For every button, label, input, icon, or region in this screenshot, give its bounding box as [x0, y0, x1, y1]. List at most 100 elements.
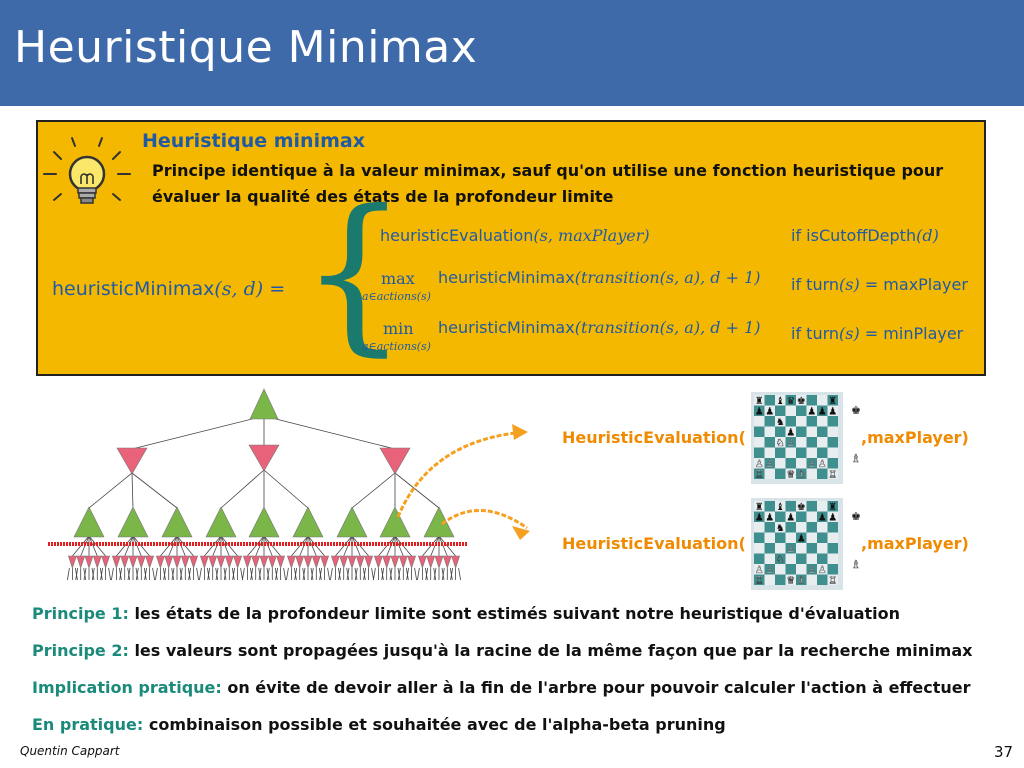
leaf-min-node [128, 555, 138, 569]
svg-text:♙: ♙ [786, 544, 795, 555]
svg-text:♘: ♘ [776, 555, 785, 566]
svg-text:♖: ♖ [755, 576, 764, 587]
leaf-min-node [164, 555, 174, 569]
svg-text:♜: ♜ [755, 396, 764, 407]
leaf-min-node [311, 555, 321, 569]
min-node [116, 447, 148, 475]
game-tree [48, 388, 468, 581]
cond-2-text: if turn [791, 275, 840, 294]
svg-text:♜: ♜ [828, 502, 837, 513]
svg-text:♚: ♚ [851, 404, 861, 417]
leaf-min-node [251, 555, 261, 569]
max-root-node [249, 388, 279, 420]
slide-title: Heuristique Minimax [14, 22, 478, 73]
case-3-args: (transition(s, a), d + 1) [574, 318, 761, 337]
svg-text:♘: ♘ [776, 438, 785, 449]
cond-1-arg: (d) [916, 226, 939, 245]
svg-text:♟: ♟ [797, 534, 806, 545]
min-node [379, 447, 411, 475]
leaf-min-node [208, 555, 218, 569]
max-node [205, 506, 237, 538]
svg-text:♖: ♖ [755, 470, 764, 481]
cond-2-arg: (s) [839, 275, 860, 294]
box-title: Heuristique minimax [142, 130, 365, 152]
svg-text:♛: ♛ [786, 396, 795, 407]
leaf-min-node [339, 555, 349, 569]
svg-text:♙: ♙ [755, 459, 764, 470]
svg-text:♟: ♟ [828, 407, 837, 418]
formula-lhs-name: heuristicMinimax [52, 278, 215, 300]
heuristic-evaluation-1-suffix: ,maxPlayer) [861, 428, 969, 447]
cond-2-rest: = maxPlayer [859, 275, 968, 294]
arrow-head-1 [512, 424, 528, 440]
leaf-min-node [320, 555, 330, 569]
practical-implication: Implication pratique: on évite de devoir… [32, 678, 971, 697]
leaf-min-node [373, 555, 383, 569]
formula-case-1: heuristicEvaluation(s, maxPlayer) [380, 226, 650, 245]
svg-text:♔: ♔ [797, 470, 806, 481]
heuristic-evaluation-1-prefix: HeuristicEvaluation( [562, 428, 746, 447]
principles-list: Principe 1: les états de la profondeur l… [32, 604, 1002, 752]
formula-lhs-args: (s, d) [214, 278, 264, 300]
leaf-min-node [303, 555, 313, 569]
cond-1-text: if isCutoffDepth [791, 226, 917, 245]
svg-text:♚: ♚ [851, 510, 861, 523]
formula-case-3-op: min [383, 319, 414, 338]
leaf-min-node [172, 555, 182, 569]
leaf-min-node [155, 555, 165, 569]
case-3-subscript: a∈actions(s) [362, 340, 431, 353]
page-number: 37 [994, 743, 1014, 761]
chess-board-icon: ♜♝♚♜♟♟♟♟♟♞♟♙♘♙♙♙♙♖♕♔♖♚♗ [751, 498, 861, 594]
leaf-min-node [145, 555, 155, 569]
svg-text:♜: ♜ [755, 502, 764, 513]
cond-3-text: if turn [791, 324, 840, 343]
leaf-min-node [76, 555, 86, 569]
formula-condition-2: if turn(s) = maxPlayer [791, 275, 968, 294]
leaf-min-node [259, 555, 269, 569]
leaf-min-node [67, 555, 77, 569]
svg-text:♙: ♙ [786, 438, 795, 449]
svg-text:♕: ♕ [786, 470, 795, 481]
case-2-operator: max [381, 269, 415, 288]
leaf-min-node [189, 555, 199, 569]
leaf-min-node [199, 555, 209, 569]
leaf-min-node [276, 555, 286, 569]
case-1-args: (s, maxPlayer) [533, 226, 650, 245]
svg-text:♙: ♙ [765, 565, 774, 576]
leaf-min-node [330, 555, 340, 569]
leaf-min-node [355, 555, 365, 569]
cond-3-rest: = minPlayer [859, 324, 964, 343]
case-2-args: (transition(s, a), d + 1) [574, 268, 761, 287]
leaf-min-node [111, 555, 121, 569]
leaf-min-node [286, 555, 296, 569]
principle-1: Principe 1: les états de la profondeur l… [32, 604, 901, 623]
svg-text:♙: ♙ [807, 459, 816, 470]
heuristic-evaluation-2-prefix: HeuristicEvaluation( [562, 534, 746, 553]
svg-text:♖: ♖ [828, 576, 837, 587]
svg-text:♙: ♙ [765, 459, 774, 470]
leaf-min-node [407, 555, 417, 569]
arrow-icon [396, 430, 526, 518]
formula-case-2: heuristicMinimax(transition(s, a), d + 1… [438, 268, 761, 287]
svg-text:♟: ♟ [755, 513, 764, 524]
svg-text:♟: ♟ [765, 513, 774, 524]
max-node [73, 506, 105, 538]
svg-text:♝: ♝ [776, 502, 785, 513]
leaf-min-node [101, 555, 111, 569]
leaf-min-node [242, 555, 252, 569]
case-1-expr: heuristicEvaluation [380, 226, 534, 245]
chess-board-icon: ♜♝♛♚♜♟♟♟♟♟♞♟♘♙♙♙♙♙♖♕♔♖♚♗ [751, 392, 861, 488]
formula-lhs: heuristicMinimax(s, d) = [52, 278, 285, 300]
box-description-line-2: évaluer la qualité des états de la profo… [152, 187, 614, 206]
case-2-subscript: a∈actions(s) [362, 290, 431, 303]
leaf-min-node [347, 555, 357, 569]
leaf-min-node [417, 555, 427, 569]
formula-condition-1: if isCutoffDepth(d) [791, 226, 939, 245]
max-node [161, 506, 193, 538]
leaf-min-node [434, 555, 444, 569]
leaf-min-node [216, 555, 226, 569]
svg-text:♟: ♟ [818, 407, 827, 418]
leaf-min-node [224, 555, 234, 569]
max-node [117, 506, 149, 538]
svg-text:♗: ♗ [851, 452, 861, 465]
